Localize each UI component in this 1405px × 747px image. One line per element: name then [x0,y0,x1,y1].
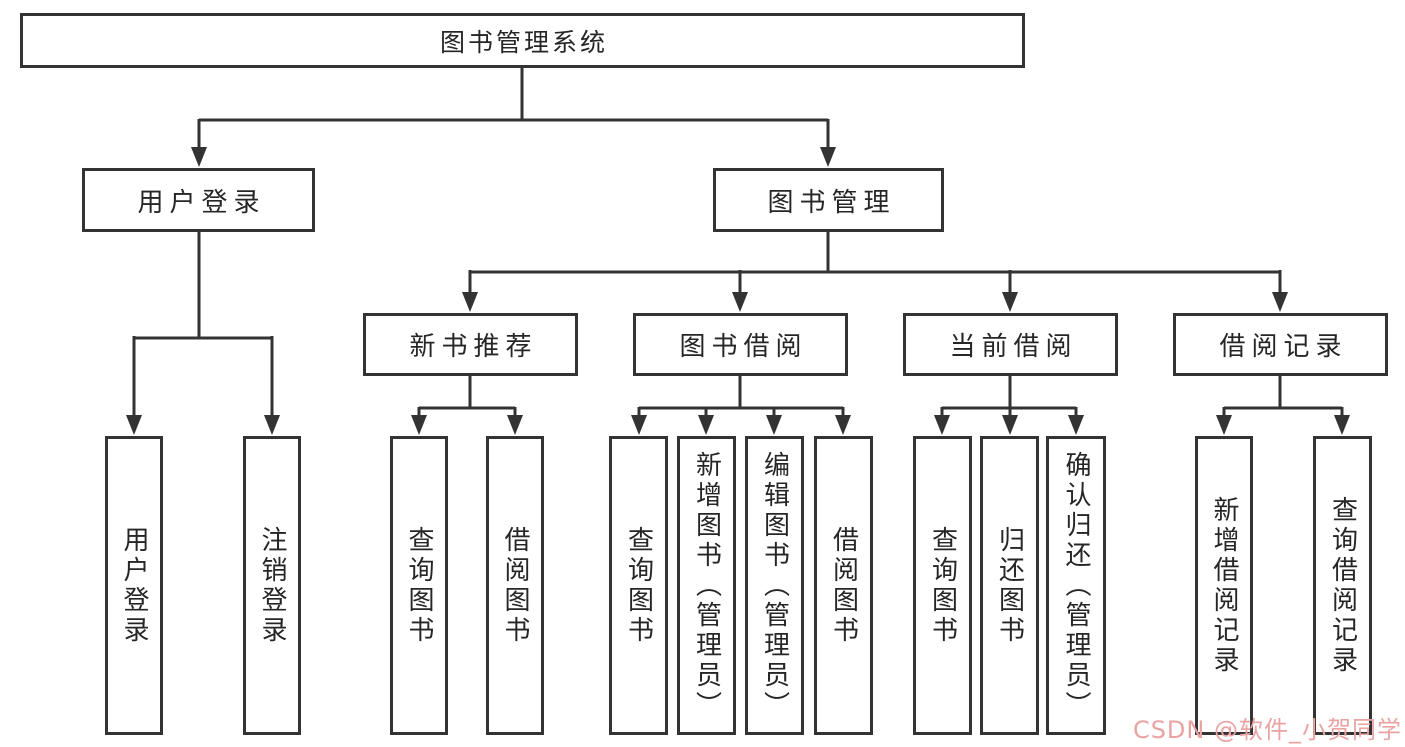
arrowhead-icon [631,415,647,435]
leaf-newbooks-borrow: 借阅图书 [486,436,544,735]
arrowhead-icon [507,415,523,435]
node-new-book-recommend: 新书推荐 [363,313,578,376]
arrowhead-icon [698,415,714,435]
arrowhead-icon [766,415,782,435]
arrowhead-icon [191,147,207,167]
arrowhead-icon [1002,292,1018,312]
leaf-borrow-add-admin: 新增图书（管理员） [677,436,736,735]
node-borrow-records: 借阅记录 [1173,313,1388,376]
arrowhead-icon [1068,415,1084,435]
node-user-login: 用户登录 [82,168,315,232]
leaf-records-add: 新增借阅记录 [1195,436,1253,735]
arrowhead-icon [1272,292,1288,312]
leaf-borrow-query: 查询图书 [609,436,668,735]
arrowhead-icon [835,415,851,435]
leaf-current-return: 归还图书 [980,436,1039,735]
arrowhead-icon [411,415,427,435]
leaf-user-login: 用户登录 [105,436,163,735]
arrowhead-icon [820,147,836,167]
arrowhead-icon [1334,415,1350,435]
node-root-system: 图书管理系统 [20,13,1025,68]
node-book-borrow: 图书借阅 [633,313,848,376]
arrowhead-icon [126,415,142,435]
arrowhead-icon [1002,415,1018,435]
leaf-records-query: 查询借阅记录 [1313,436,1372,735]
leaf-logout: 注销登录 [243,436,301,735]
arrowhead-icon [462,292,478,312]
node-book-management: 图书管理 [713,168,944,232]
leaf-current-query: 查询图书 [913,436,972,735]
leaf-current-confirm-admin: 确认归还（管理员） [1046,436,1106,735]
node-current-borrow: 当前借阅 [903,313,1118,376]
leaf-newbooks-query: 查询图书 [390,436,448,735]
leaf-borrow-borrow: 借阅图书 [814,436,873,735]
arrowhead-icon [1216,415,1232,435]
leaf-borrow-edit-admin: 编辑图书（管理员） [745,436,804,735]
arrowhead-icon [934,415,950,435]
arrowhead-icon [264,415,280,435]
connector-paths [132,68,1344,417]
arrowhead-icon [732,292,748,312]
